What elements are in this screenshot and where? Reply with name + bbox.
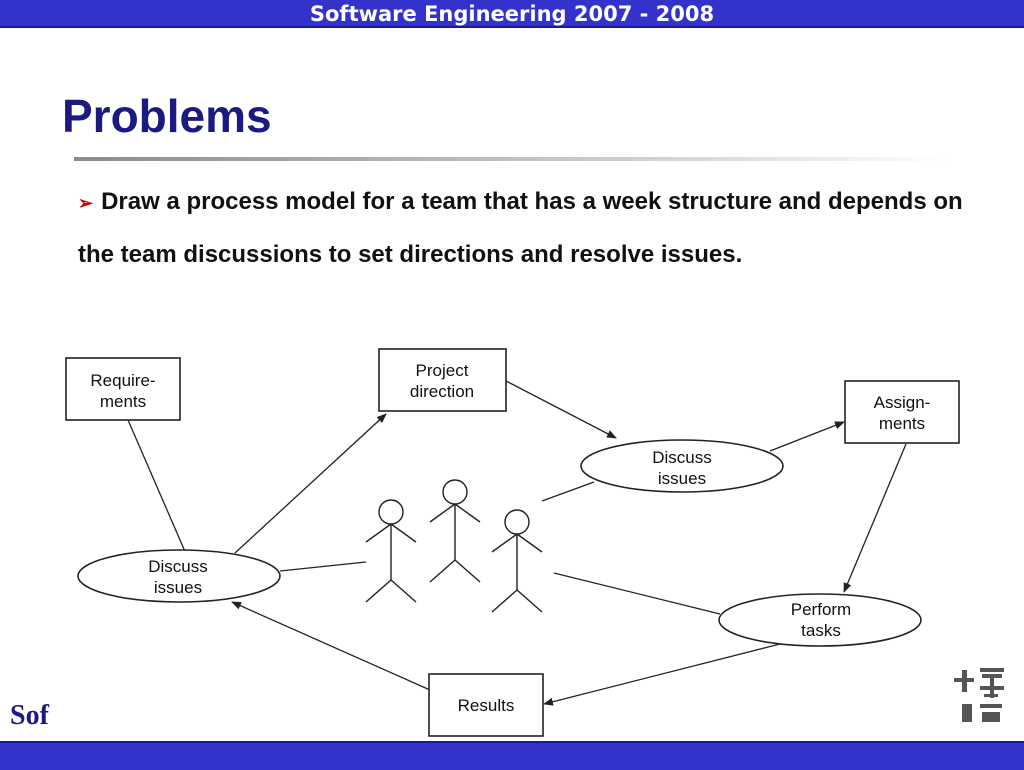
edge-requirements-to-discuss (127, 419, 191, 564)
node-assignments: Assign- ments (844, 380, 960, 444)
node-discuss-issues-top: Discuss issues (580, 439, 784, 493)
node-project-direction: Project direction (378, 348, 507, 412)
node-requirements-line1: Require- (90, 371, 155, 390)
node-assignments-line2: ments (879, 414, 925, 433)
header-banner-text: Software Engineering 2007 - 2008 (309, 2, 715, 26)
team-member-middle-icon (429, 479, 481, 583)
footer-bar (0, 741, 1024, 770)
bullet-paragraph: ➢Draw a process model for a team that ha… (78, 176, 978, 280)
slide-title: Problems (62, 90, 272, 142)
edge-assignments-to-perform-tasks (843, 443, 907, 593)
edge-results-to-discuss-left (231, 601, 431, 691)
team-member-right-icon (491, 509, 543, 613)
link-team-discuss-top (541, 481, 595, 502)
node-results: Results (428, 673, 544, 737)
footer-left-logo: Sof (10, 700, 49, 731)
team-member-left-icon (365, 499, 417, 603)
node-discuss-issues-top-line1: Discuss (652, 448, 712, 467)
node-requirements-line2: ments (100, 392, 146, 411)
title-divider (74, 157, 950, 161)
edge-discuss-to-project-direction (234, 413, 387, 554)
university-logo-icon (954, 668, 1004, 722)
edge-perform-tasks-to-results (543, 643, 781, 706)
node-assignments-line1: Assign- (874, 393, 931, 412)
bullet-arrow-icon: ➢ (78, 193, 94, 213)
node-project-direction-line1: Project (416, 361, 469, 380)
edge-project-direction-to-discuss-top (505, 380, 617, 439)
node-perform-tasks-line2: tasks (801, 621, 841, 640)
node-project-direction-line2: direction (410, 382, 474, 401)
node-perform-tasks: Perform tasks (718, 593, 922, 647)
bullet-text: Draw a process model for a team that has… (78, 188, 963, 268)
node-discuss-issues-top-line2: issues (658, 469, 706, 488)
edge-discuss-top-to-assignments (769, 421, 845, 452)
node-discuss-issues-left-line2: issues (154, 578, 202, 597)
node-discuss-issues-left-line1: Discuss (148, 557, 208, 576)
node-results-label: Results (458, 696, 515, 715)
node-perform-tasks-line1: Perform (791, 600, 851, 619)
header-banner: Software Engineering 2007 - 2008 (0, 0, 1024, 28)
link-team-perform-tasks (553, 572, 721, 615)
link-team-discuss-left (279, 561, 367, 572)
node-requirements: Require- ments (65, 357, 181, 421)
node-discuss-issues-left: Discuss issues (77, 549, 281, 603)
